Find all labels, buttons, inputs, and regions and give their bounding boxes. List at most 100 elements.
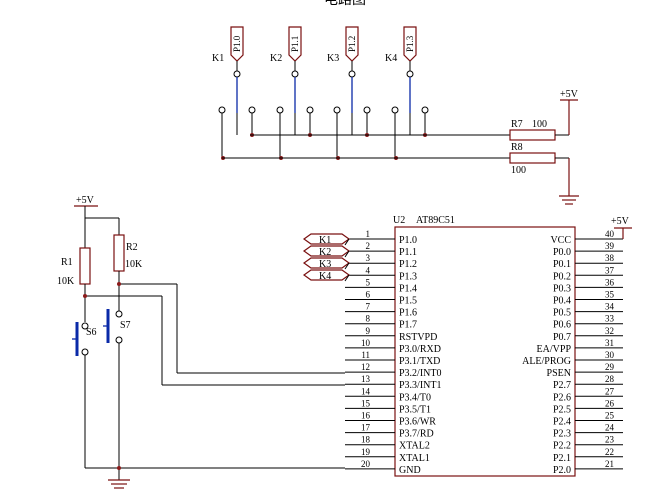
- pin-name: P1.4: [399, 283, 417, 294]
- pin-name: P0.0: [553, 247, 571, 258]
- pin-number: 15: [361, 398, 371, 408]
- key-switch: P1.1K2: [270, 26, 314, 160]
- chip-pin-left: 7P1.6: [345, 302, 417, 319]
- pin-number: 19: [361, 447, 371, 457]
- pin-name: XTAL1: [399, 453, 430, 464]
- input-tag-label: K2: [319, 247, 331, 258]
- chip-pin-left: 4P1.3: [345, 265, 417, 282]
- mcu-chip: U2 AT89C51 1P1.02P1.13P1.24P1.35P1.46P1.…: [345, 215, 632, 477]
- pin-number: 22: [605, 447, 614, 457]
- input-tag-label: K1: [319, 235, 331, 246]
- key-switch: P1.2K3: [327, 26, 371, 160]
- pin-number: 6: [366, 290, 371, 300]
- pin-name: P0.4: [553, 296, 571, 307]
- pin-name: P1.3: [399, 271, 417, 282]
- push-button-s6: [72, 322, 89, 468]
- pin-number: 7: [366, 302, 371, 312]
- input-tag: K3: [302, 257, 351, 270]
- key-label: K4: [385, 53, 397, 64]
- pin-number: 33: [605, 314, 615, 324]
- pin-number: 12: [361, 362, 370, 372]
- r8-value: 100: [511, 165, 526, 176]
- pin-number: 27: [605, 386, 615, 396]
- r2-name: R2: [126, 242, 138, 253]
- key-label: K3: [327, 53, 339, 64]
- input-tag-label: K4: [319, 271, 331, 282]
- resistor-network: +5V R7 100 R8 100: [222, 89, 579, 205]
- pin-number: 14: [361, 386, 371, 396]
- port-flag-label: P1.3: [405, 35, 415, 52]
- r7-name: R7: [511, 119, 523, 130]
- key-label: K1: [212, 53, 224, 64]
- pin-name: P2.2: [553, 441, 571, 452]
- chip-pin-left: 2P1.1: [345, 241, 417, 258]
- pin-number: 38: [605, 253, 615, 263]
- key-label: K2: [270, 53, 282, 64]
- pin-number: 35: [605, 290, 615, 300]
- pin-name: VCC: [550, 235, 571, 246]
- chip-body: [394, 226, 576, 477]
- pin-number: 17: [361, 423, 371, 433]
- pin-number: 28: [605, 374, 615, 384]
- pin-number: 20: [361, 459, 371, 469]
- pin-number: 21: [605, 459, 614, 469]
- input-tag-label: K3: [319, 259, 331, 270]
- pin-number: 29: [605, 362, 615, 372]
- pin-name: P0.2: [553, 271, 571, 282]
- chip-part: AT89C51: [416, 215, 455, 226]
- chip-pin-left: 3P1.2: [345, 253, 417, 270]
- pin-name: P0.3: [553, 283, 571, 294]
- supply-label-r7: +5V: [560, 89, 579, 100]
- resistor-r7: [509, 129, 556, 141]
- pin-name: P1.5: [399, 296, 417, 307]
- key-switch: P1.3K4: [385, 26, 429, 160]
- pin-name: P3.0/RXD: [399, 344, 441, 355]
- chip-pin-left: 5P1.4: [345, 277, 417, 294]
- pin-name: P2.5: [553, 404, 571, 415]
- pin-number: 13: [361, 374, 371, 384]
- pin-name: P2.6: [553, 392, 571, 403]
- resistor-r8: [509, 152, 556, 164]
- chip-designator: U2: [393, 215, 405, 226]
- pin-name: P3.4/T0: [399, 392, 431, 403]
- pin-number: 3: [366, 253, 371, 263]
- pin-number: 25: [605, 411, 615, 421]
- pin-number: 2: [366, 241, 371, 251]
- pin-name: P3.6/WR: [399, 417, 436, 428]
- pin-name: PSEN: [547, 368, 571, 379]
- pin-number: 30: [605, 350, 615, 360]
- resistor-r1: [79, 247, 91, 285]
- pin-name: P2.7: [553, 380, 571, 391]
- pin-number: 40: [605, 229, 615, 239]
- chip-right-pins: 40VCC39P0.038P0.137P0.236P0.335P0.434P0.…: [522, 229, 623, 476]
- s6-label: S6: [86, 327, 97, 338]
- r8-name: R8: [511, 142, 523, 153]
- pin-number: 37: [605, 265, 615, 275]
- port-flag-label: P1.1: [290, 36, 300, 52]
- pin-number: 9: [366, 326, 371, 336]
- push-button-s7: [103, 309, 123, 480]
